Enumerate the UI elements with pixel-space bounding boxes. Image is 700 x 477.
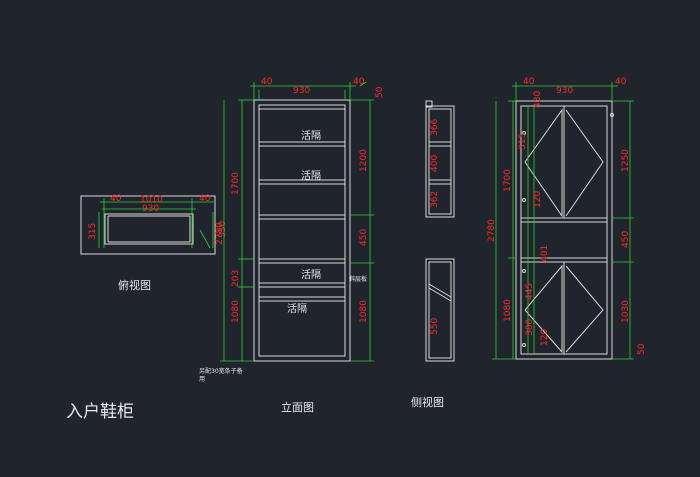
door-dim-445: 445 (525, 283, 535, 300)
door-dim-1250: 1250 (621, 149, 631, 172)
front-dim-40-left: 40 (261, 77, 273, 87)
front-dim-450: 450 (359, 229, 369, 246)
door-dim-40-left: 40 (523, 77, 535, 87)
front-dim-1080-right: 1080 (359, 300, 369, 323)
door-dim-1030: 1030 (621, 300, 631, 323)
side-dim-550: 550 (430, 318, 440, 335)
top-view: 40 1010 40 930 315 350 俯视图 (80, 194, 228, 292)
front-dim-40-right: 40 (353, 77, 365, 87)
side-view: 366 400 362 550 侧视图 (411, 100, 455, 409)
front-dim-1200: 1200 (359, 149, 369, 172)
door-dim-315: 315 (518, 133, 528, 150)
door-dim-1700: 1700 (503, 169, 513, 192)
front-dim-203: 203 (231, 270, 241, 287)
door-dim-930: 930 (556, 86, 573, 96)
shelf-label-2: 活隔 (301, 170, 321, 182)
door-elevation-outline (515, 100, 613, 360)
top-view-cabinet (104, 213, 194, 245)
front-view-label: 立面图 (281, 400, 314, 414)
top-dim-930: 930 (142, 204, 159, 214)
top-dim-40-right: 40 (199, 194, 211, 204)
top-view-label: 俯视图 (118, 278, 151, 292)
top-dim-40-left: 40 (110, 194, 122, 204)
door-dim-1080: 1080 (503, 299, 513, 322)
door-dim-40-right: 40 (615, 77, 627, 87)
shelf-label-1: 活隔 (301, 130, 321, 142)
door-dim-2780: 2780 (487, 219, 497, 242)
front-view: 40 930 40 50 1700 2780 203 1080 1200 450… (199, 77, 385, 414)
door-dim-120-b: 120 (540, 329, 550, 346)
drawing-title: 入户鞋柜 (66, 402, 134, 422)
strip-note-line2: 用 (199, 376, 205, 383)
strip-note-line1: 另配30宽条子备 (199, 367, 243, 375)
front-dim-50: 50 (375, 86, 385, 98)
top-dim-350: 350 (218, 221, 228, 238)
door-dim-450: 450 (621, 231, 631, 248)
door-elevation: 40 930 40 1700 2780 1080 430 315 120 401… (487, 77, 647, 360)
side-dim-400: 400 (430, 155, 440, 172)
door-dim-50: 50 (637, 343, 647, 355)
side-view-upper (425, 105, 455, 218)
top-view-outline (80, 195, 216, 255)
side-dim-366: 366 (430, 119, 440, 136)
side-view-label: 侧视图 (411, 395, 444, 409)
front-dim-1700: 1700 (231, 172, 241, 195)
front-dim-930: 930 (293, 86, 310, 96)
top-dim-315: 315 (88, 223, 98, 240)
front-view-outline (253, 99, 351, 362)
side-view-lower (425, 258, 455, 362)
top-dim-1010: 1010 (140, 195, 163, 205)
shelf-label-3: 活隔 (301, 269, 321, 281)
door-dim-401: 401 (540, 245, 550, 262)
door-dim-120-a: 120 (533, 191, 543, 208)
front-dim-1080-left: 1080 (231, 300, 241, 323)
front-dim-2780: 2780 (215, 222, 225, 245)
door-dim-430: 430 (533, 91, 543, 108)
shelf-label-4: 活隔 (287, 303, 307, 315)
door-dim-380: 380 (525, 319, 535, 336)
shelf-note: 斜层板 (349, 275, 367, 283)
side-dim-362: 362 (430, 191, 440, 208)
